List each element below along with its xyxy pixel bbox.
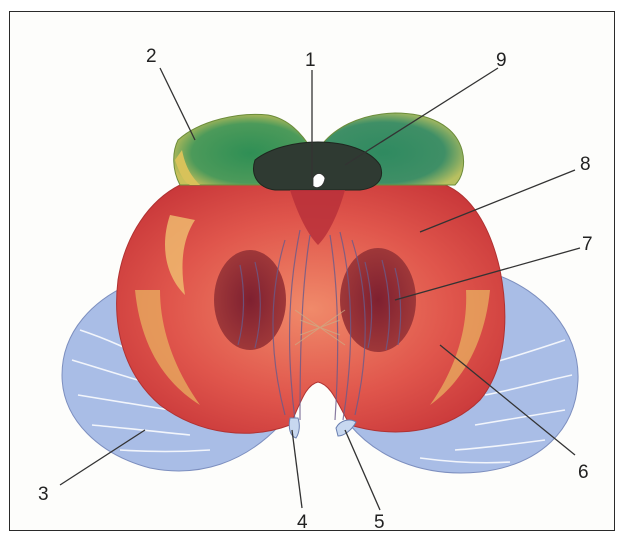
label-6: 6 xyxy=(578,462,589,483)
left-nerve-root xyxy=(289,418,299,438)
label-2: 2 xyxy=(146,46,157,67)
label-3: 3 xyxy=(38,484,49,505)
label-4: 4 xyxy=(297,512,308,533)
label-7: 7 xyxy=(582,234,593,255)
label-9: 9 xyxy=(496,50,507,71)
label-5: 5 xyxy=(374,512,385,533)
label-8: 8 xyxy=(580,154,591,175)
label-1: 1 xyxy=(305,50,316,71)
left-red-nucleus xyxy=(214,250,286,350)
right-red-nucleus xyxy=(340,248,416,352)
